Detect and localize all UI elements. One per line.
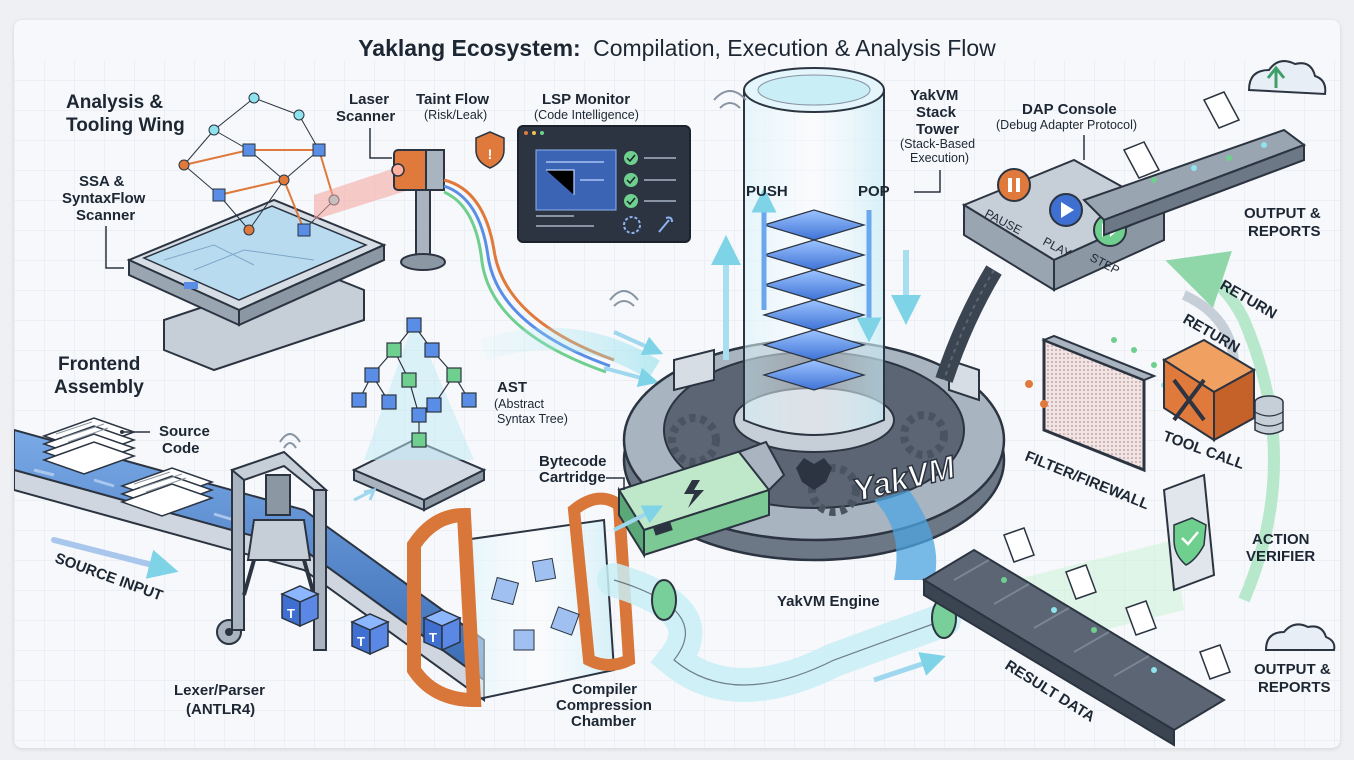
lsp-monitor xyxy=(517,125,691,243)
return-outer-arrow xyxy=(1165,251,1280,603)
ssa-label-2: SyntaxFlow xyxy=(62,190,146,207)
firewall-panel xyxy=(1025,334,1167,473)
push-label: PUSH xyxy=(746,183,788,200)
taint-label-1: Taint Flow xyxy=(416,91,489,108)
laser-label-1: Laser xyxy=(349,91,389,108)
ssa-label-1: SSA & xyxy=(79,173,124,190)
wifi-icon xyxy=(713,90,747,109)
output-bottom-label-1: OUTPUT & xyxy=(1254,661,1331,678)
taint-label-2: (Risk/Leak) xyxy=(424,108,487,122)
ssa-tablet xyxy=(126,198,387,372)
action-label-2: VERIFIER xyxy=(1246,548,1315,565)
frontend-label-2: Assembly xyxy=(54,377,144,398)
stack-label-2: Stack xyxy=(916,104,957,121)
laser-label-2: Scanner xyxy=(336,108,395,125)
lightning-icon xyxy=(684,480,704,508)
frontend-label-1: Frontend xyxy=(58,354,140,375)
ecosystem-diagram: Yaklang Ecosystem: Compilation, Executio… xyxy=(14,35,1340,748)
output-bottom-label-2: REPORTS xyxy=(1258,679,1331,696)
source-code-label-2: Code xyxy=(162,440,200,457)
token-label: T xyxy=(287,606,295,621)
lsp-label-2: (Code Intelligence) xyxy=(534,108,639,122)
lexer-label-1: Lexer/Parser xyxy=(174,682,265,699)
output-top-conveyor xyxy=(1082,91,1307,237)
leader-dot xyxy=(120,430,124,434)
output-top-label-1: OUTPUT & xyxy=(1244,205,1321,222)
ast-label-3: Syntax Tree) xyxy=(497,412,568,426)
tool-call-box xyxy=(1161,338,1257,442)
result-data-conveyor xyxy=(922,548,1226,747)
ssa-leader xyxy=(105,226,124,269)
database-icon xyxy=(1254,395,1284,435)
token-label: T xyxy=(429,630,437,645)
analysis-wing-label-1: Analysis & xyxy=(66,92,163,113)
ssa-label-3: Scanner xyxy=(76,207,135,224)
ast-label-1: AST xyxy=(497,379,527,396)
check-icon xyxy=(624,151,638,165)
stack-label-1: YakVM xyxy=(910,87,958,104)
shield-icon: ! xyxy=(475,131,505,169)
token-cubes: T T T xyxy=(280,585,462,656)
action-label-1: ACTION xyxy=(1252,531,1310,548)
lexer-label-2: (ANTLR4) xyxy=(186,701,255,718)
bull-logo-icon xyxy=(796,458,832,490)
gear-icon xyxy=(623,216,641,234)
ast-tree xyxy=(351,317,487,512)
pop-label: POP xyxy=(858,183,890,200)
output-top-label-2: REPORTS xyxy=(1248,223,1321,240)
source-code-label-1: Source xyxy=(159,423,210,440)
svg-text:!: ! xyxy=(488,146,493,162)
lsp-label-1: LSP Monitor xyxy=(542,91,630,108)
dap-label-1: DAP Console xyxy=(1022,101,1117,118)
dap-label-2: (Debug Adapter Protocol) xyxy=(996,118,1137,132)
check-icon xyxy=(624,194,638,208)
check-icon xyxy=(624,173,638,187)
token-label: T xyxy=(357,634,365,649)
cloud-icon xyxy=(1264,623,1336,651)
bytecode-leader xyxy=(606,477,625,490)
compiler-label-2: Compression xyxy=(556,697,652,714)
analysis-wing-label-2: Tooling Wing xyxy=(66,115,185,136)
cartridge-in-arrow xyxy=(613,505,663,532)
bytecode-label-2: Cartridge xyxy=(539,469,606,486)
lexer-parser-robot xyxy=(229,433,329,651)
stack-label-4: (Stack-Based xyxy=(900,137,975,151)
compiler-chamber xyxy=(407,492,636,708)
source-code-papers xyxy=(41,417,215,517)
bytecode-label-1: Bytecode xyxy=(539,453,607,470)
ast-label-2: (Abstract xyxy=(494,397,545,411)
stack-layers xyxy=(761,209,867,391)
stack-label-3: Tower xyxy=(916,121,959,138)
page-title: Yaklang Ecosystem: Compilation, Executio… xyxy=(358,35,996,61)
stack-label-5: Execution) xyxy=(910,151,969,165)
cloud-upload-icon xyxy=(1247,60,1327,96)
wrench-icon xyxy=(658,216,673,233)
yakvm-engine-label: YakVM Engine xyxy=(777,593,880,610)
result-documents xyxy=(1003,527,1231,680)
stack-leader xyxy=(914,170,941,193)
tools-icon xyxy=(1172,378,1206,422)
pause-button[interactable] xyxy=(997,168,1031,202)
diagram-card: Yaklang Ecosystem: Compilation, Executio… xyxy=(14,20,1340,748)
compiler-label-1: Compiler xyxy=(572,681,637,698)
laser-leader xyxy=(369,128,392,159)
compiler-label-3: Chamber xyxy=(571,713,636,730)
data-stream-to-engine xyxy=(480,290,664,388)
play-button[interactable] xyxy=(1049,193,1083,227)
